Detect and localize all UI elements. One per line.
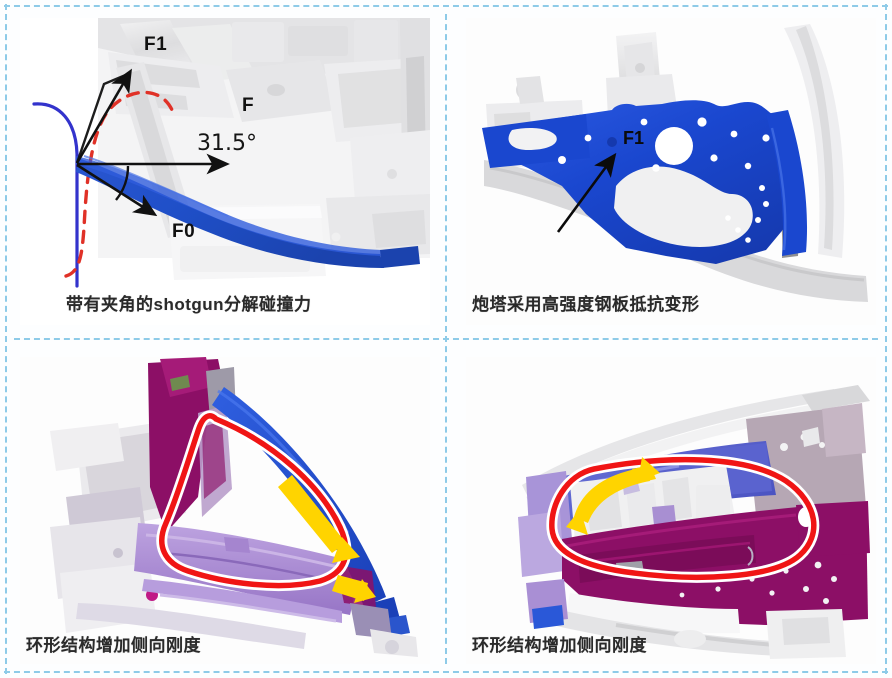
panel-1-stage: F1 F F0 31.5° (20, 18, 430, 325)
force-label-F1: F1 (144, 34, 168, 55)
panel-ring-structure-front: 环形结构增加侧向刚度 (0, 339, 446, 678)
angle-label: 31.5° (197, 131, 257, 156)
panel-2-caption: 炮塔采用高强度钢板抵抗变形 (472, 295, 700, 314)
panel-ring-structure-side: 环形结构增加侧向刚度 (446, 339, 892, 678)
magenta-pillar (148, 359, 226, 533)
force-vector-F0 (76, 163, 158, 217)
panel-3-stage (20, 357, 430, 664)
panel-4-stage (466, 357, 876, 664)
panel-shotgun-force: F1 F F0 31.5° 带有夹角的shotgun分解碰撞力 (0, 0, 446, 339)
panel-turret-hss: F1 炮塔采用高强度钢板抵抗变形 (446, 0, 892, 339)
panel-divider-vertical (445, 14, 447, 664)
lower-violet-rail (134, 523, 356, 615)
ring-structure-side-illustration (466, 357, 876, 664)
flow-arrow-1 (278, 475, 346, 553)
turret-cutout (614, 166, 753, 247)
ring-path-loop-side (549, 456, 817, 580)
force-label-F0: F0 (172, 221, 196, 242)
ring-path-loop (159, 413, 349, 589)
turret-large-hole (655, 127, 693, 165)
force-vector-F1-turret (556, 152, 617, 233)
original-outline-curve (32, 102, 79, 288)
force-vector-F1 (75, 68, 132, 164)
flow-arrow-side-1 (574, 467, 650, 523)
turret-illustration (466, 18, 876, 325)
panel-2-stage: F1 (466, 18, 876, 325)
panel-1-caption: 带有夹角的shotgun分解碰撞力 (66, 295, 312, 314)
force-label-F: F (242, 95, 255, 116)
force-label-F1-turret: F1 (623, 128, 645, 148)
angle-arc (115, 165, 130, 201)
ring-structure-front-illustration (20, 357, 430, 664)
panel-4-caption: 环形结构增加侧向刚度 (472, 636, 647, 655)
panel-3-caption: 环形结构增加侧向刚度 (26, 636, 201, 655)
shotgun-force-illustration (32, 18, 430, 288)
deformed-outline-curve (64, 90, 174, 278)
